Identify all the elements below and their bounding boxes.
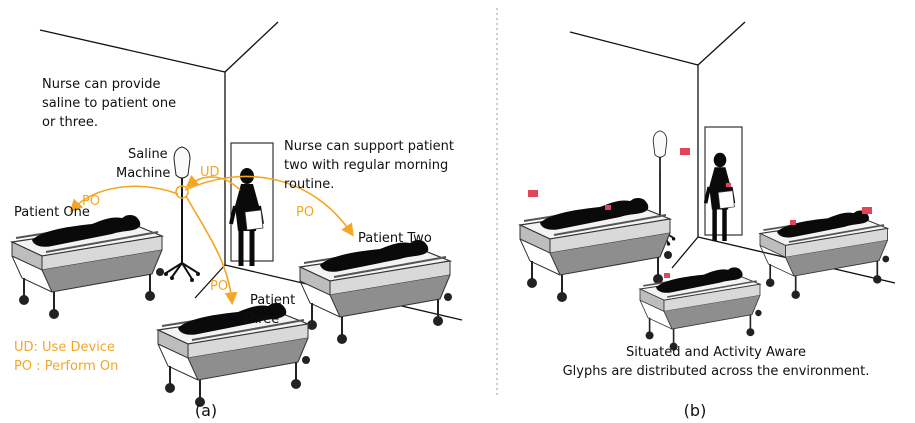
patient-three-label-1: Patient bbox=[250, 293, 295, 308]
glyph-iv bbox=[680, 148, 690, 155]
bed-patient-three bbox=[157, 302, 311, 408]
room-floor-line-left-b bbox=[671, 236, 699, 269]
note-support-line-3: routine. bbox=[284, 177, 334, 192]
panel-a: Nurse can provide saline to patient one … bbox=[11, 21, 463, 420]
saline-machine-label-2: Machine bbox=[116, 166, 170, 181]
room-floor-line-left bbox=[194, 264, 226, 299]
patient-two-label: Patient Two bbox=[358, 231, 432, 246]
edge-ud-label: UD bbox=[200, 165, 220, 180]
note-support-line-2: two with regular morning bbox=[284, 158, 448, 173]
edge-po-left-arrow bbox=[69, 185, 179, 213]
edge-po-left-label: PO bbox=[82, 194, 100, 209]
legend-po: PO : Perform On bbox=[14, 359, 118, 374]
glyph-bed-right-sign bbox=[862, 207, 872, 214]
note-saline-line-2: saline to patient one bbox=[42, 96, 176, 111]
patient-three-label-2: Three bbox=[241, 312, 279, 327]
caption-a: (a) bbox=[195, 401, 217, 420]
saline-machine-label-1: Saline bbox=[128, 147, 168, 162]
caption-b: (b) bbox=[684, 401, 707, 420]
bed-b-left bbox=[519, 197, 673, 303]
bed-patient-one bbox=[11, 214, 165, 320]
edge-po-down-arrow bbox=[185, 195, 238, 306]
glyph-bed-right bbox=[790, 220, 796, 225]
device-marker bbox=[175, 185, 189, 199]
description-line-1: Situated and Activity Aware bbox=[626, 345, 806, 360]
glyph-bed-center bbox=[664, 273, 670, 278]
glyph-bed-left bbox=[605, 205, 611, 210]
edge-ud-arrow bbox=[185, 174, 241, 191]
room-ceiling-line-b bbox=[569, 31, 699, 66]
glyph-bed-left-sign bbox=[528, 190, 538, 197]
room-corner-top bbox=[224, 21, 279, 73]
room-corner-top-b bbox=[697, 21, 746, 66]
room-ceiling-line bbox=[39, 29, 226, 73]
glyph-nurse bbox=[726, 183, 731, 187]
edge-po-right-label: PO bbox=[296, 205, 314, 220]
bed-patient-two bbox=[299, 239, 453, 345]
patient-one-label: Patient One bbox=[14, 205, 90, 220]
note-saline-line-1: Nurse can provide bbox=[42, 77, 161, 92]
edge-po-right-arrow bbox=[184, 175, 354, 237]
bed-b-right bbox=[759, 209, 891, 300]
panel-b: Situated and Activity Aware Glyphs are d… bbox=[519, 21, 896, 420]
edge-po-down-label: PO bbox=[210, 279, 228, 294]
note-support-line-1: Nurse can support patient bbox=[284, 139, 454, 154]
legend-ud: UD: Use Device bbox=[14, 340, 115, 355]
description-line-2: Glyphs are distributed across the enviro… bbox=[563, 364, 870, 379]
note-saline-line-3: or three. bbox=[42, 115, 98, 130]
